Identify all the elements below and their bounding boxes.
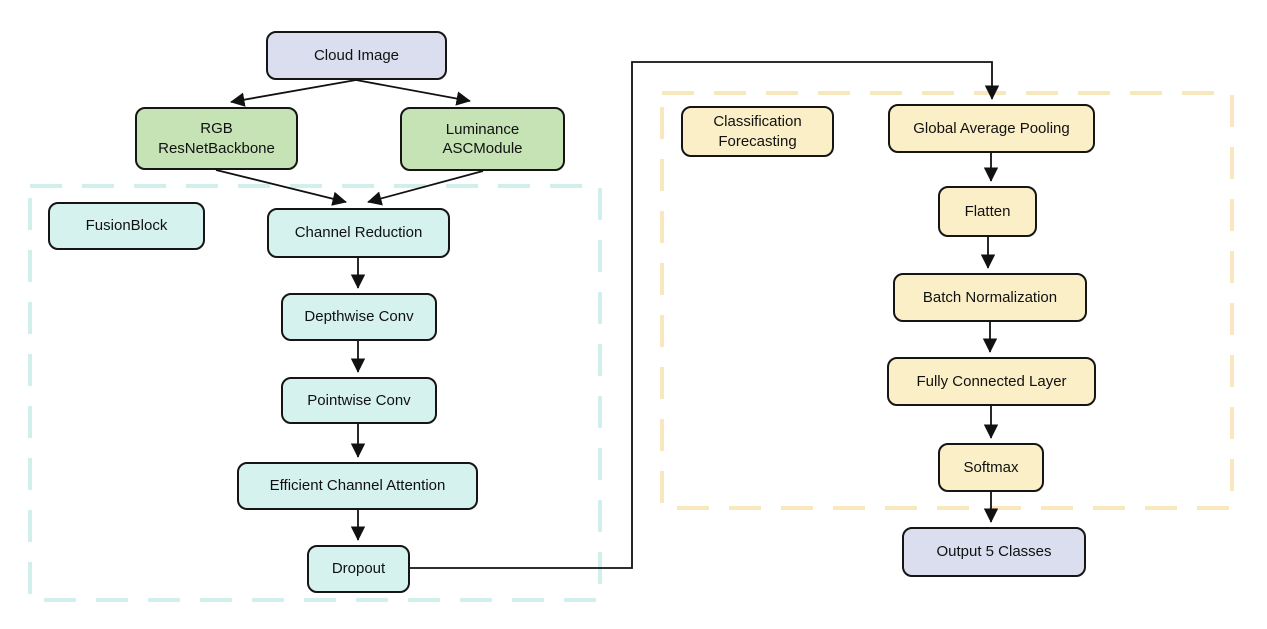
node-flatten: Flatten (938, 186, 1037, 237)
fusion-block-container (28, 184, 602, 602)
node-fully-connected-layer: Fully Connected Layer (887, 357, 1096, 406)
label-fusionblock: FusionBlock (48, 202, 205, 250)
node-pointwise-conv: Pointwise Conv (281, 377, 437, 424)
node-dropout: Dropout (307, 545, 410, 593)
node-channel-reduction: Channel Reduction (267, 208, 450, 258)
node-luminance-ascmodule: Luminance ASCModule (400, 107, 565, 171)
node-batch-normalization: Batch Normalization (893, 273, 1087, 322)
label-classification-forecasting: Classification Forecasting (681, 106, 834, 157)
node-cloud-image: Cloud Image (266, 31, 447, 80)
node-depthwise-conv: Depthwise Conv (281, 293, 437, 341)
node-global-average-pooling: Global Average Pooling (888, 104, 1095, 153)
node-efficient-channel-attention: Efficient Channel Attention (237, 462, 478, 510)
node-output-5-classes: Output 5 Classes (902, 527, 1086, 577)
node-softmax: Softmax (938, 443, 1044, 492)
classification-forecasting-container (660, 91, 1234, 510)
node-rgb-resnetbackbone: RGB ResNetBackbone (135, 107, 298, 170)
